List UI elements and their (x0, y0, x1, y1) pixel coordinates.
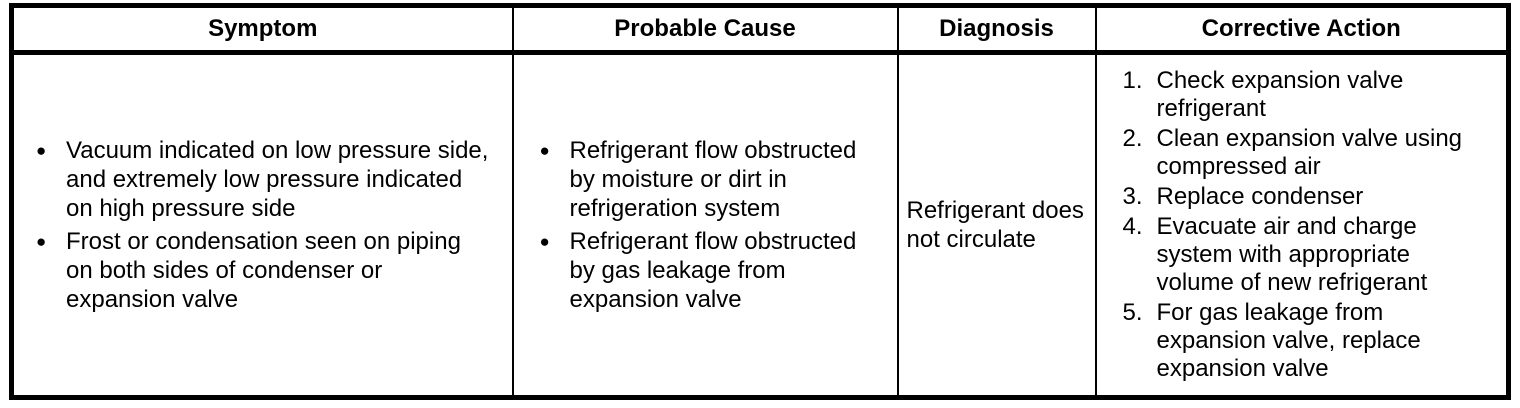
item-number: 2. (1122, 125, 1143, 152)
item-number: 4. (1122, 213, 1143, 240)
item-number: 1. (1122, 67, 1143, 94)
list-item: 1. Check expansion valve refrigerant (1123, 67, 1505, 123)
header-probable-cause: Probable Cause (511, 5, 898, 55)
corrective-action-list: 1. Check expansion valve refrigerant 2. … (1123, 67, 1505, 383)
corrective-action-cell: 1. Check expansion valve refrigerant 2. … (1094, 52, 1509, 398)
corrective-action-text: For gas leakage from expansion valve, re… (1156, 299, 1421, 382)
probable-cause-list: ● Refrigerant flow obstructed by moistur… (540, 136, 895, 314)
list-item: ● Frost or condensation seen on piping o… (36, 227, 510, 314)
diagnosis-text: Refrigerant does not circulate (906, 197, 1084, 253)
symptom-text: Frost or condensation seen on piping on … (66, 228, 461, 313)
probable-cause-text: Refrigerant flow obstructed by moisture … (569, 137, 857, 222)
symptom-text: Vacuum indicated on low pressure side, a… (66, 137, 489, 222)
list-item: 3. Replace condenser (1123, 183, 1505, 211)
header-corrective-action: Corrective Action (1094, 5, 1509, 55)
symptom-cell: ● Vacuum indicated on low pressure side,… (12, 53, 513, 398)
diagnosis-cell: Refrigerant does not circulate (896, 52, 1096, 398)
symptom-list: ● Vacuum indicated on low pressure side,… (36, 136, 510, 314)
list-item: 4. Evacuate air and charge system with a… (1123, 213, 1505, 297)
item-number: 3. (1122, 183, 1143, 210)
list-item: ● Vacuum indicated on low pressure side,… (36, 136, 510, 223)
bullet-icon: ● (36, 232, 47, 251)
bullet-icon: ● (539, 141, 550, 160)
list-item: ● Refrigerant flow obstructed by gas lea… (540, 227, 895, 314)
list-item: 2. Clean expansion valve using compresse… (1123, 125, 1505, 181)
corrective-action-text: Clean expansion valve using compressed a… (1156, 125, 1463, 180)
corrective-action-text: Check expansion valve refrigerant (1156, 67, 1404, 122)
corrective-action-text: Replace condenser (1156, 183, 1364, 210)
list-item: ● Refrigerant flow obstructed by moistur… (540, 136, 895, 223)
list-item: 5. For gas leakage from expansion valve,… (1123, 299, 1505, 383)
table-row: ● Vacuum indicated on low pressure side,… (12, 52, 1509, 398)
header-row: Symptom Probable Cause Diagnosis Correct… (11, 5, 1509, 55)
header-diagnosis: Diagnosis (896, 5, 1096, 55)
item-number: 5. (1122, 299, 1143, 326)
header-symptom: Symptom (11, 5, 513, 55)
troubleshooting-table: Symptom Probable Cause Diagnosis Correct… (9, 3, 1511, 400)
corrective-action-text: Evacuate air and charge system with appr… (1156, 213, 1428, 296)
probable-cause-cell: ● Refrigerant flow obstructed by moistur… (511, 52, 898, 398)
bullet-icon: ● (36, 141, 47, 160)
bullet-icon: ● (539, 232, 550, 251)
probable-cause-text: Refrigerant flow obstructed by gas leaka… (569, 228, 857, 313)
